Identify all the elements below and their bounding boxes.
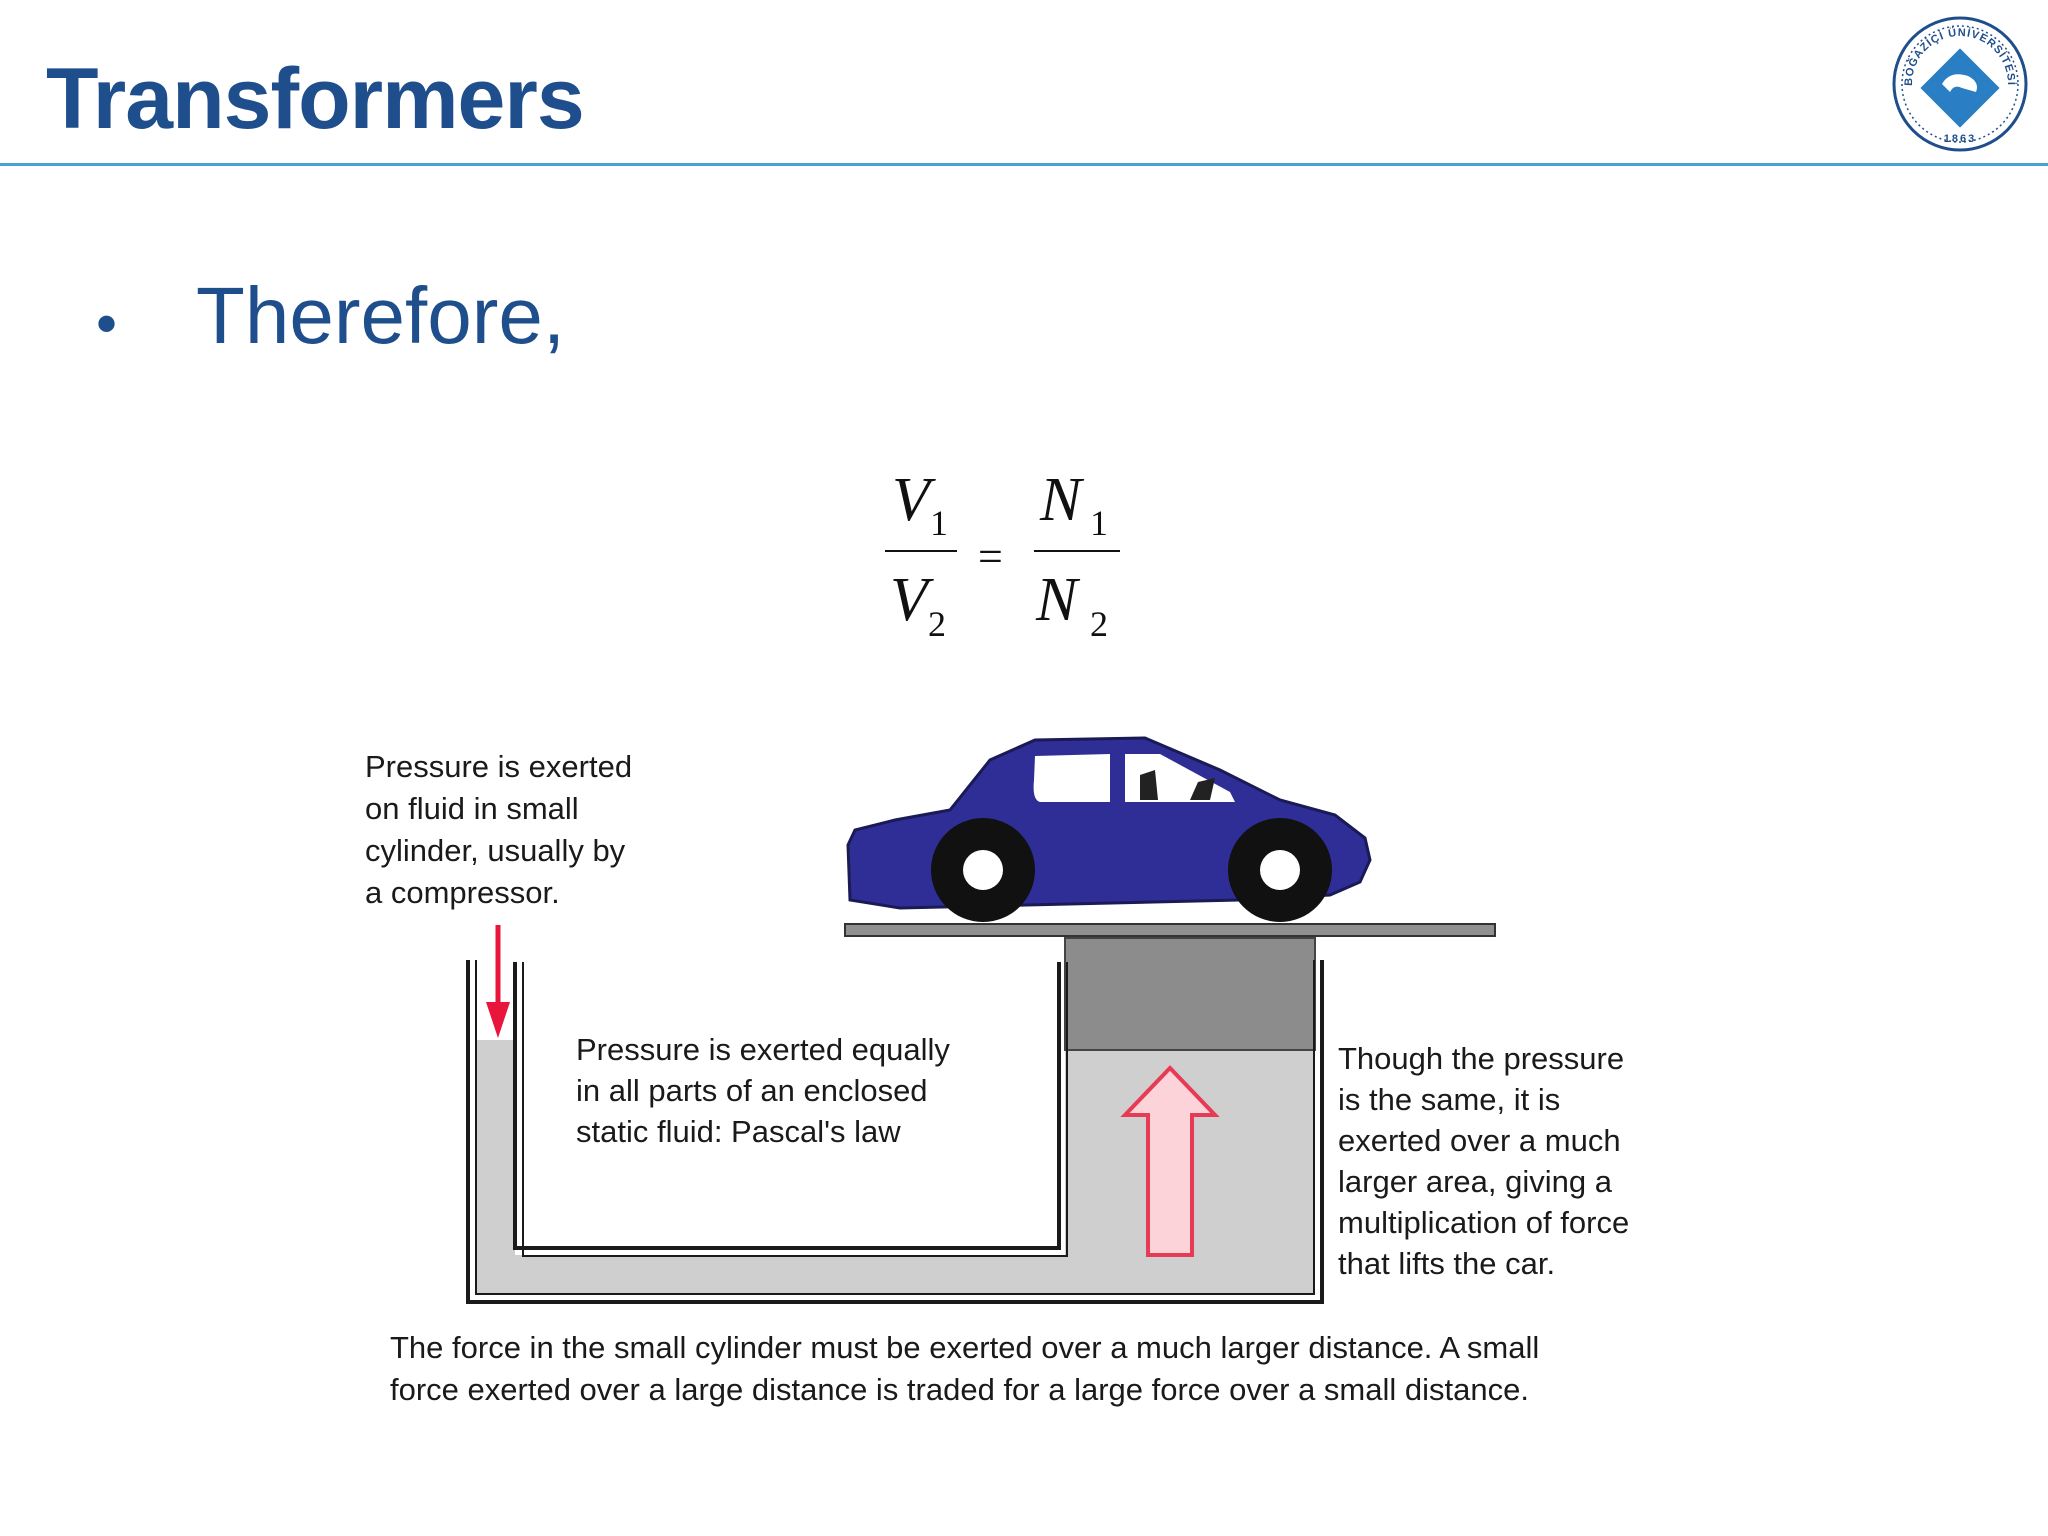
label-large-cylinder-line-3: exerted over a much bbox=[1338, 1123, 1621, 1158]
formula-v1: V bbox=[892, 466, 936, 534]
title-divider bbox=[0, 163, 2048, 166]
formula-n1-sub: 1 bbox=[1090, 503, 1108, 543]
diagram-caption-line-2: force exerted over a large distance is t… bbox=[390, 1372, 1529, 1407]
diagram-caption-line-1: The force in the small cylinder must be … bbox=[390, 1330, 1539, 1365]
label-large-cylinder-line-2: is the same, it is bbox=[1338, 1082, 1560, 1117]
label-large-cylinder: Though the pressure is the same, it is e… bbox=[1338, 1041, 1638, 1281]
label-pascal-law: Pressure is exerted equally in all parts… bbox=[576, 1032, 959, 1149]
label-large-cylinder-line-4: larger area, giving a bbox=[1338, 1164, 1613, 1199]
large-piston bbox=[1064, 937, 1316, 1051]
label-small-cylinder-line-2: on fluid in small bbox=[365, 791, 579, 826]
label-pascal-line-2: in all parts of an enclosed bbox=[576, 1073, 928, 1108]
arrow-down-icon bbox=[486, 925, 510, 1038]
formula-v2-sub: 2 bbox=[928, 604, 946, 644]
logo-year: 1863 bbox=[1944, 133, 1976, 145]
arrow-up-icon bbox=[1120, 1065, 1220, 1257]
label-small-cylinder-line-4: a compressor. bbox=[365, 875, 560, 910]
formula-n2-sub: 2 bbox=[1090, 604, 1108, 644]
label-small-cylinder-line-1: Pressure is exerted bbox=[365, 749, 632, 784]
formula-n1: N bbox=[1039, 466, 1085, 534]
bullet-text: Therefore, bbox=[196, 271, 566, 360]
cylinder-walls bbox=[466, 960, 1324, 1304]
label-large-cylinder-line-5: multiplication of force bbox=[1338, 1205, 1629, 1240]
label-small-cylinder: Pressure is exerted on fluid in small cy… bbox=[365, 749, 641, 910]
slide-title: Transformers bbox=[46, 51, 585, 147]
lift-platform bbox=[844, 923, 1496, 937]
label-large-cylinder-line-1: Though the pressure bbox=[1338, 1041, 1624, 1076]
car-icon bbox=[846, 736, 1372, 922]
formula-v1-sub: 1 bbox=[930, 503, 948, 543]
bullet-dot-icon: • bbox=[96, 290, 118, 357]
label-pascal-line-1: Pressure is exerted equally bbox=[576, 1032, 950, 1067]
transformer-ratio-formula: V 1 V 2 = N 1 N 2 bbox=[885, 466, 1120, 644]
university-seal-icon: BOĞAZİÇİ ÜNİVERSİTESİ 1863 bbox=[1892, 16, 2028, 152]
formula-equals: = bbox=[978, 532, 1003, 581]
formula-v2: V bbox=[890, 566, 934, 634]
formula-n2: N bbox=[1035, 566, 1081, 634]
label-large-cylinder-line-6: that lifts the car. bbox=[1338, 1246, 1555, 1281]
diagram-caption: The force in the small cylinder must be … bbox=[390, 1330, 1548, 1407]
label-small-cylinder-line-3: cylinder, usually by bbox=[365, 833, 626, 868]
label-pascal-line-3: static fluid: Pascal's law bbox=[576, 1114, 901, 1149]
hydraulic-lift-diagram: Pressure is exerted on fluid in small cy… bbox=[365, 736, 1638, 1407]
